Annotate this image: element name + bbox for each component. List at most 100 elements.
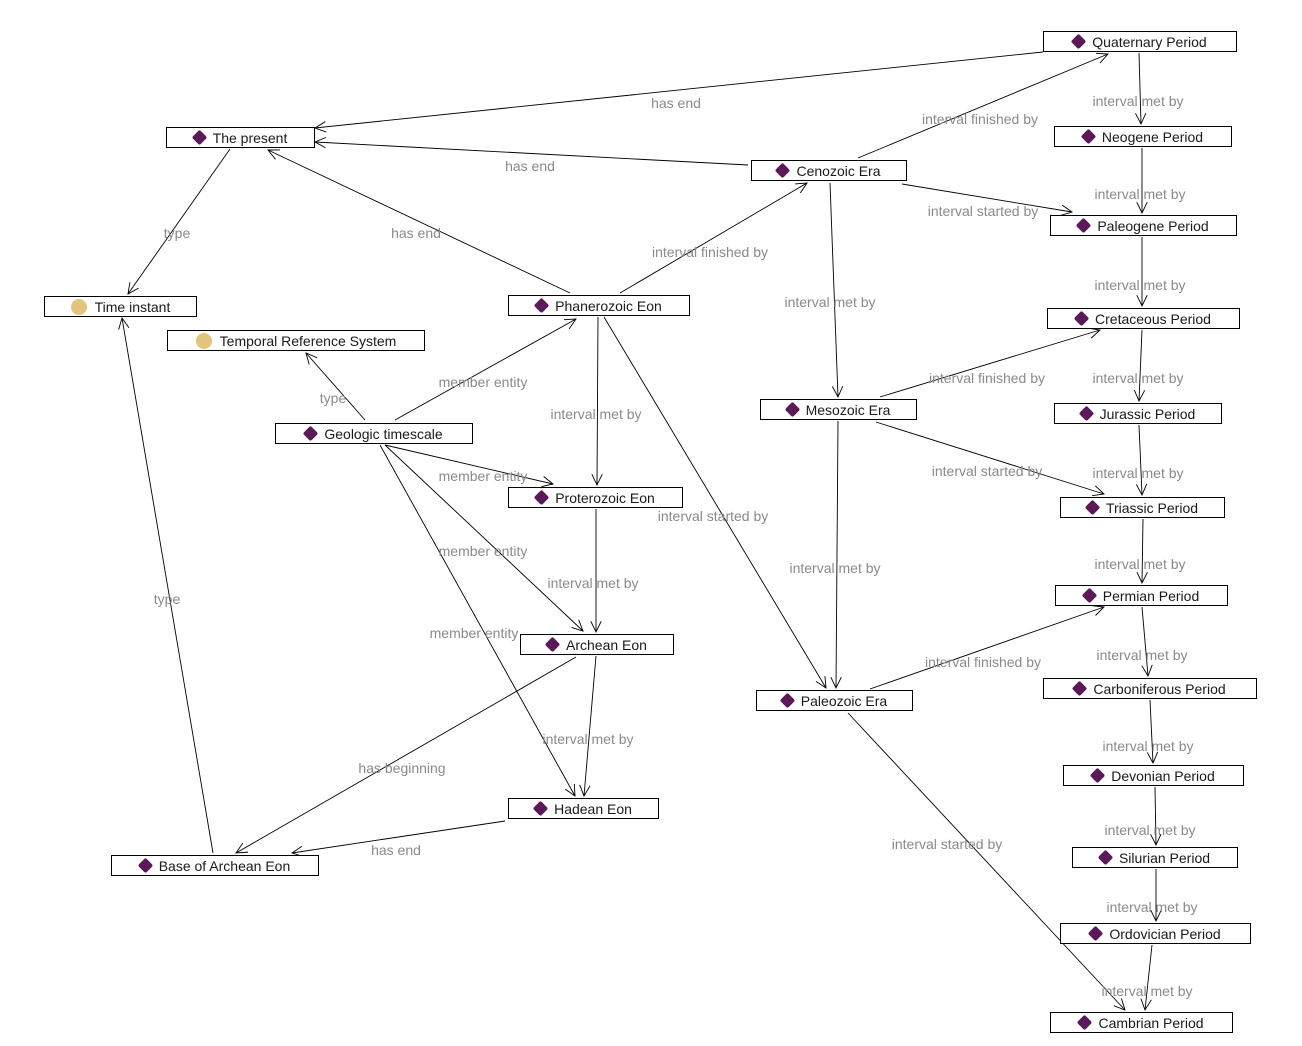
edge-geologic-to-phanerozoic[interactable]: [394, 318, 577, 421]
edge-line: [1141, 518, 1144, 584]
edge-phanerozoic-to-cenozoic[interactable]: [619, 182, 808, 294]
node-permian[interactable]: Permian Period: [1055, 585, 1228, 606]
edge-mesozoic-to-cretaceous[interactable]: [879, 327, 1101, 398]
node-label: Devonian Period: [1111, 767, 1215, 784]
edge-base-to-timeinstant[interactable]: [118, 316, 214, 854]
edge-line: [869, 606, 1105, 690]
node-triassic[interactable]: Triassic Period: [1060, 497, 1225, 518]
node-label: Triassic Period: [1105, 499, 1199, 516]
edge-silurian-to-ordovician[interactable]: [1150, 869, 1162, 923]
edge-geologic-to-hadean[interactable]: [379, 444, 576, 797]
node-devonian[interactable]: Devonian Period: [1063, 765, 1244, 786]
edge-mesozoic-to-paleozoic[interactable]: [830, 420, 842, 690]
edge-line: [847, 712, 1126, 1011]
node-silurian[interactable]: Silurian Period: [1072, 847, 1238, 868]
edge-label: interval met by: [1092, 93, 1184, 109]
edge-cenozoic-to-paleogene[interactable]: [901, 183, 1074, 216]
edge-line: [291, 820, 506, 854]
node-present[interactable]: The present: [166, 127, 315, 148]
individual-diamond-icon: [784, 401, 800, 418]
edge-label: has end: [505, 158, 555, 174]
node-proterozoic[interactable]: Proterozoic Eon: [508, 487, 683, 508]
node-label: Cambrian Period: [1098, 1014, 1204, 1031]
node-mesozoic[interactable]: Mesozoic Era: [760, 399, 917, 420]
individual-diamond-icon: [1077, 1014, 1093, 1031]
node-label: Phanerozoic Eon: [555, 297, 662, 314]
individual-diamond-icon: [1078, 405, 1094, 422]
edge-mesozoic-to-triassic[interactable]: [875, 421, 1105, 497]
edge-line: [235, 656, 577, 854]
node-cambrian[interactable]: Cambrian Period: [1050, 1012, 1233, 1033]
edge-geologic-to-trs[interactable]: [305, 352, 366, 421]
individual-diamond-icon: [1097, 849, 1114, 866]
edge-quaternary-to-present[interactable]: [313, 51, 1044, 133]
edge-label: member entity: [438, 468, 528, 484]
edge-geologic-to-archean[interactable]: [384, 444, 584, 632]
edge-cenozoic-to-present[interactable]: [313, 136, 749, 166]
node-jurassic[interactable]: Jurassic Period: [1054, 403, 1222, 424]
node-ordovician[interactable]: Ordovician Period: [1060, 923, 1251, 944]
edge-phanerozoic-to-proterozoic[interactable]: [591, 316, 603, 487]
edge-quaternary-to-neogene[interactable]: [1135, 52, 1147, 126]
node-label: Base of Archean Eon: [158, 857, 291, 874]
edge-paleogene-to-cretaceous[interactable]: [1136, 237, 1148, 308]
arrowhead-icon: [1135, 112, 1147, 126]
edge-proterozoic-to-archean[interactable]: [590, 509, 602, 634]
edge-line: [384, 444, 554, 485]
edge-ordovician-to-cambrian[interactable]: [1140, 944, 1153, 1012]
node-cretaceous[interactable]: Cretaceous Period: [1047, 308, 1240, 329]
edge-label: interval met by: [542, 731, 634, 747]
individual-diamond-icon: [1076, 217, 1092, 234]
node-timeinstant[interactable]: Time instant: [44, 296, 197, 317]
edge-neogene-to-paleogene[interactable]: [1136, 148, 1148, 215]
edge-line: [1144, 944, 1153, 1011]
node-trs[interactable]: Temporal Reference System: [167, 330, 425, 351]
arrowhead-icon: [305, 352, 318, 365]
edge-cretaceous-to-jurassic[interactable]: [1133, 329, 1146, 403]
edge-label: interval finished by: [925, 654, 1041, 670]
node-paleozoic[interactable]: Paleozoic Era: [756, 690, 913, 711]
node-label: Ordovician Period: [1109, 925, 1221, 942]
node-cenozoic[interactable]: Cenozoic Era: [751, 160, 907, 181]
edge-line: [1141, 606, 1149, 677]
edge-cenozoic-to-quaternary[interactable]: [857, 52, 1109, 159]
node-neogene[interactable]: Neogene Period: [1054, 126, 1232, 147]
edge-geologic-to-proterozoic[interactable]: [384, 444, 555, 488]
edge-permian-to-carboniferous[interactable]: [1141, 606, 1153, 678]
node-label: Jurassic Period: [1099, 405, 1196, 422]
node-label: Paleozoic Era: [800, 692, 888, 709]
individual-diamond-icon: [1088, 925, 1104, 942]
node-label: Quaternary Period: [1092, 33, 1207, 50]
edge-devonian-to-silurian[interactable]: [1150, 786, 1162, 847]
node-phanerozoic[interactable]: Phanerozoic Eon: [508, 295, 690, 316]
node-label: Carboniferous Period: [1093, 680, 1226, 697]
node-quaternary[interactable]: Quaternary Period: [1043, 31, 1237, 52]
edge-phanerozoic-to-paleozoic[interactable]: [603, 316, 827, 689]
edge-paleozoic-to-permian[interactable]: [869, 605, 1105, 690]
arrowhead-icon: [1060, 204, 1074, 216]
node-base[interactable]: Base of Archean Eon: [111, 855, 319, 876]
edge-archean-to-base[interactable]: [235, 656, 577, 854]
node-label: Hadean Eon: [554, 800, 632, 817]
edge-triassic-to-permian[interactable]: [1136, 518, 1148, 585]
node-geologic[interactable]: Geologic timescale: [275, 423, 473, 444]
edge-jurassic-to-triassic[interactable]: [1135, 424, 1148, 497]
edge-present-to-timeinstant[interactable]: [127, 148, 231, 295]
arrowhead-icon: [831, 385, 844, 399]
edge-line: [879, 329, 1101, 398]
edge-paleozoic-to-cambrian[interactable]: [847, 712, 1126, 1011]
node-label: Geologic timescale: [324, 425, 443, 442]
arrowhead-icon: [591, 473, 603, 487]
edge-label: interval started by: [927, 203, 1039, 219]
node-hadean[interactable]: Hadean Eon: [508, 798, 659, 819]
arrowhead-icon: [1141, 664, 1153, 678]
edge-cenozoic-to-mesozoic[interactable]: [829, 182, 844, 399]
node-carboniferous[interactable]: Carboniferous Period: [1043, 678, 1257, 699]
node-paleogene[interactable]: Paleogene Period: [1050, 215, 1237, 236]
edge-line: [875, 421, 1105, 495]
edge-line: [596, 316, 599, 486]
edge-carboniferous-to-devonian[interactable]: [1146, 699, 1159, 765]
edge-archean-to-hadean[interactable]: [579, 655, 597, 798]
edge-phanerozoic-to-present[interactable]: [267, 149, 571, 294]
node-archean[interactable]: Archean Eon: [520, 634, 674, 655]
